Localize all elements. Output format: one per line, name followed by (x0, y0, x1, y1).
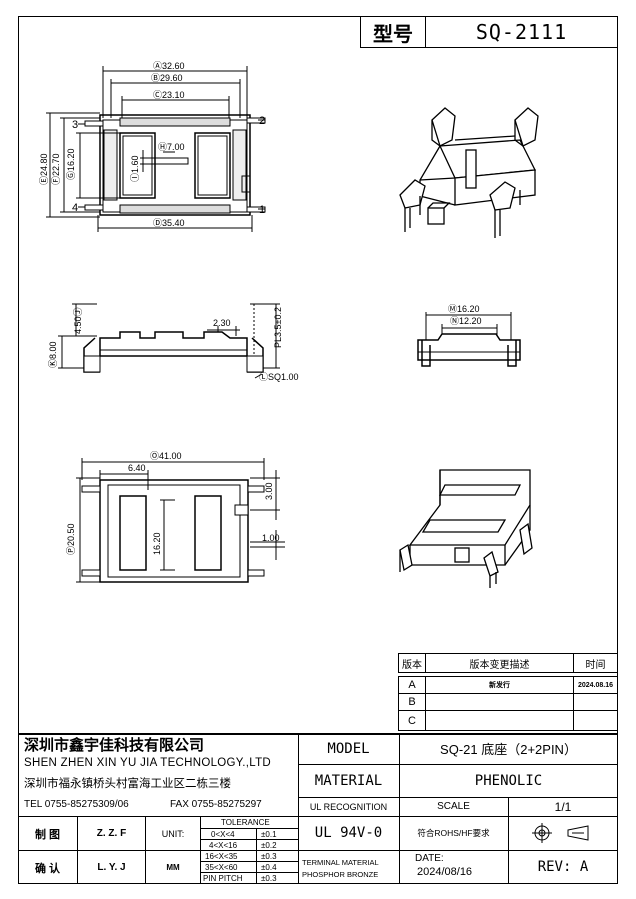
material-value-cell: PHENOLIC (399, 764, 618, 798)
dim-w1: 6.40 (128, 463, 146, 473)
rev-row-a-ver: A (398, 676, 426, 694)
pin-4-label: 4 (72, 202, 78, 214)
dim-m: Ⓜ16.20 (448, 304, 480, 314)
header-model-value-cell: SQ-2111 (425, 16, 618, 48)
dim-r1: 3.00 (264, 482, 274, 500)
dim-pl: PL3.5±0.2 (273, 307, 283, 348)
ul-label-cell: UL RECOGNITION (298, 797, 400, 817)
rev-row-a-date: 2024.08.16 (573, 676, 618, 694)
date-cell: DATE: 2024/08/16 (399, 850, 509, 884)
rev-header-desc: 版本变更描述 (425, 653, 574, 673)
scale-label-cell: SCALE (399, 797, 509, 817)
pin-3-label: 3 (72, 119, 78, 131)
rev-row-b-date (573, 693, 618, 711)
material-label-cell: MATERIAL (298, 764, 400, 798)
projection-symbol-icon (532, 823, 589, 843)
ul-value-cell: UL 94V-0 (298, 816, 400, 851)
dim-n: Ⓝ12.20 (450, 316, 482, 326)
tol-val-3: ±0.4 (261, 863, 277, 872)
dim-g: Ⓖ16.20 (66, 148, 76, 180)
terminal-line1: TERMINAL MATERIAL (302, 858, 379, 867)
dim-d: Ⓓ35.40 (153, 218, 185, 228)
terminal-line2: PHOSPHOR BRONZE (302, 870, 379, 879)
terminal-cell: TERMINAL MATERIAL PHOSPHOR BRONZE (298, 850, 400, 884)
check-value: L. Y. J (97, 862, 126, 873)
technical-drawing: Ⓐ32.60 Ⓑ29.60 Ⓒ23.10 Ⓓ35.40 Ⓗ7.00 Ⓔ24.80… (39, 61, 539, 588)
rev-row-c-date (573, 710, 618, 731)
dim-f: Ⓕ22.70 (51, 153, 61, 185)
rohs-cell: 符合ROHS/HF要求 (399, 816, 509, 851)
pin-2-label: 2 (259, 115, 265, 127)
top-view (46, 66, 266, 232)
dim-h: Ⓗ7.00 (158, 142, 185, 152)
model-label-cell: MODEL (298, 733, 400, 765)
scale-value-cell: 1/1 (508, 797, 618, 817)
tol-val-1: ±0.2 (261, 841, 277, 850)
pin-1-label: 1 (259, 204, 265, 216)
model-value-cell: SQ-21 底座（2+2PIN） (399, 733, 618, 765)
header-model-label: 型号 (373, 23, 413, 46)
date-label: DATE: (415, 853, 444, 864)
isometric-view-top (399, 107, 539, 238)
dim-a: Ⓐ32.60 (153, 61, 185, 71)
tol-val-2: ±0.3 (261, 852, 277, 861)
isometric-view-bottom (399, 469, 533, 588)
end-view (417, 312, 521, 367)
rev-header-ver: 版本 (398, 653, 426, 673)
dim-o: Ⓞ41.00 (150, 451, 182, 461)
rev-row-b-ver: B (398, 693, 426, 711)
dim-r2: 1.00 (262, 533, 280, 543)
dim-i: Ⓘ1.60 (130, 155, 140, 182)
unit-label: UNIT: (161, 828, 185, 839)
company-tel: TEL 0755-85275309/06 (24, 799, 129, 810)
check-label: 确 认 (34, 862, 61, 875)
rev-header-date: 时间 (573, 653, 618, 673)
unit-value: MM (166, 863, 180, 872)
dim-p: Ⓟ20.50 (66, 523, 76, 555)
company-fax: FAX 0755-85275297 (170, 799, 262, 810)
rev-row-a-desc: 新发行 (425, 676, 574, 694)
tol-val-0: ±0.1 (261, 830, 277, 839)
side-view (58, 303, 280, 379)
dim-e: Ⓔ24.80 (39, 153, 49, 185)
tolerance-title: TOLERANCE (221, 818, 270, 827)
tolerance-table: TOLERANCE 0<X<4 ±0.1 4<X<16 ±0.2 16<X<35… (201, 817, 298, 884)
rev-row-c-desc (425, 710, 574, 731)
header-model-value: SQ-2111 (475, 20, 568, 44)
drawing-frame (18, 16, 618, 884)
company-name-en: SHEN ZHEN XIN YU JIA TECHNOLOGY.,LTD (24, 757, 272, 769)
make-label: 制 图 (34, 828, 61, 841)
projection-symbol-cell (508, 816, 618, 851)
tol-range-4: PIN PITCH (203, 874, 243, 883)
dim-k: Ⓚ8.00 (48, 341, 58, 368)
date-value: 2024/08/16 (417, 866, 473, 878)
tol-range-2: 16<X<35 (205, 852, 238, 861)
tol-val-4: ±0.3 (261, 874, 277, 883)
rev-cell: REV: A (537, 859, 589, 875)
dim-h1: 16.20 (152, 532, 162, 555)
dim-c: Ⓒ23.10 (153, 90, 185, 100)
make-value: Z. Z. F (96, 828, 127, 839)
dim-j: 4.50Ⓙ (73, 307, 83, 334)
dim-w: 2.30 (213, 318, 231, 328)
dim-sq: ⓁSQ1.00 (259, 372, 299, 382)
tol-range-1: 4<X<16 (209, 841, 238, 850)
dim-b: Ⓑ29.60 (151, 73, 183, 83)
tol-range-0: 0<X<4 (211, 830, 235, 839)
tol-range-3: 35<X<60 (205, 863, 238, 872)
company-address: 深圳市福永镇桥头村富海工业区二栋三楼 (24, 778, 231, 790)
rev-row-c-ver: C (398, 710, 426, 731)
company-name-cn: 深圳市鑫宇佳科技有限公司 (24, 737, 205, 754)
bottom-view (76, 458, 285, 583)
rev-row-b-desc (425, 693, 574, 711)
